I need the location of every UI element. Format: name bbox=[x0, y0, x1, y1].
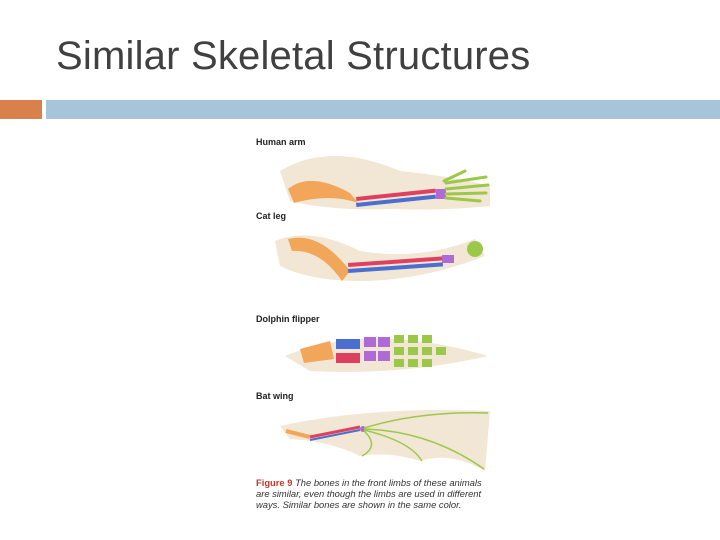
accent-bar-blue bbox=[46, 100, 720, 119]
human-arm-drawing bbox=[280, 156, 490, 210]
label-dolphin-flipper: Dolphin flipper bbox=[256, 314, 320, 324]
label-cat-leg: Cat leg bbox=[256, 211, 287, 221]
label-human-arm: Human arm bbox=[256, 137, 306, 147]
slide-title: Similar Skeletal Structures bbox=[56, 34, 531, 78]
accent-bar-orange bbox=[0, 100, 42, 119]
limb-illustration bbox=[275, 156, 490, 471]
limb-figure: Human arm Cat leg Dolphin flipper Bat wi… bbox=[250, 131, 495, 526]
dolphin-flipper-drawing bbox=[285, 335, 488, 372]
bat-wing-drawing bbox=[280, 410, 490, 471]
cat-leg-drawing bbox=[275, 235, 485, 281]
figure-number: Figure 9 bbox=[256, 477, 293, 488]
figure-caption: Figure 9 The bones in the front limbs of… bbox=[256, 477, 492, 510]
label-bat-wing: Bat wing bbox=[256, 391, 294, 401]
figure-caption-text: The bones in the front limbs of these an… bbox=[256, 477, 482, 510]
